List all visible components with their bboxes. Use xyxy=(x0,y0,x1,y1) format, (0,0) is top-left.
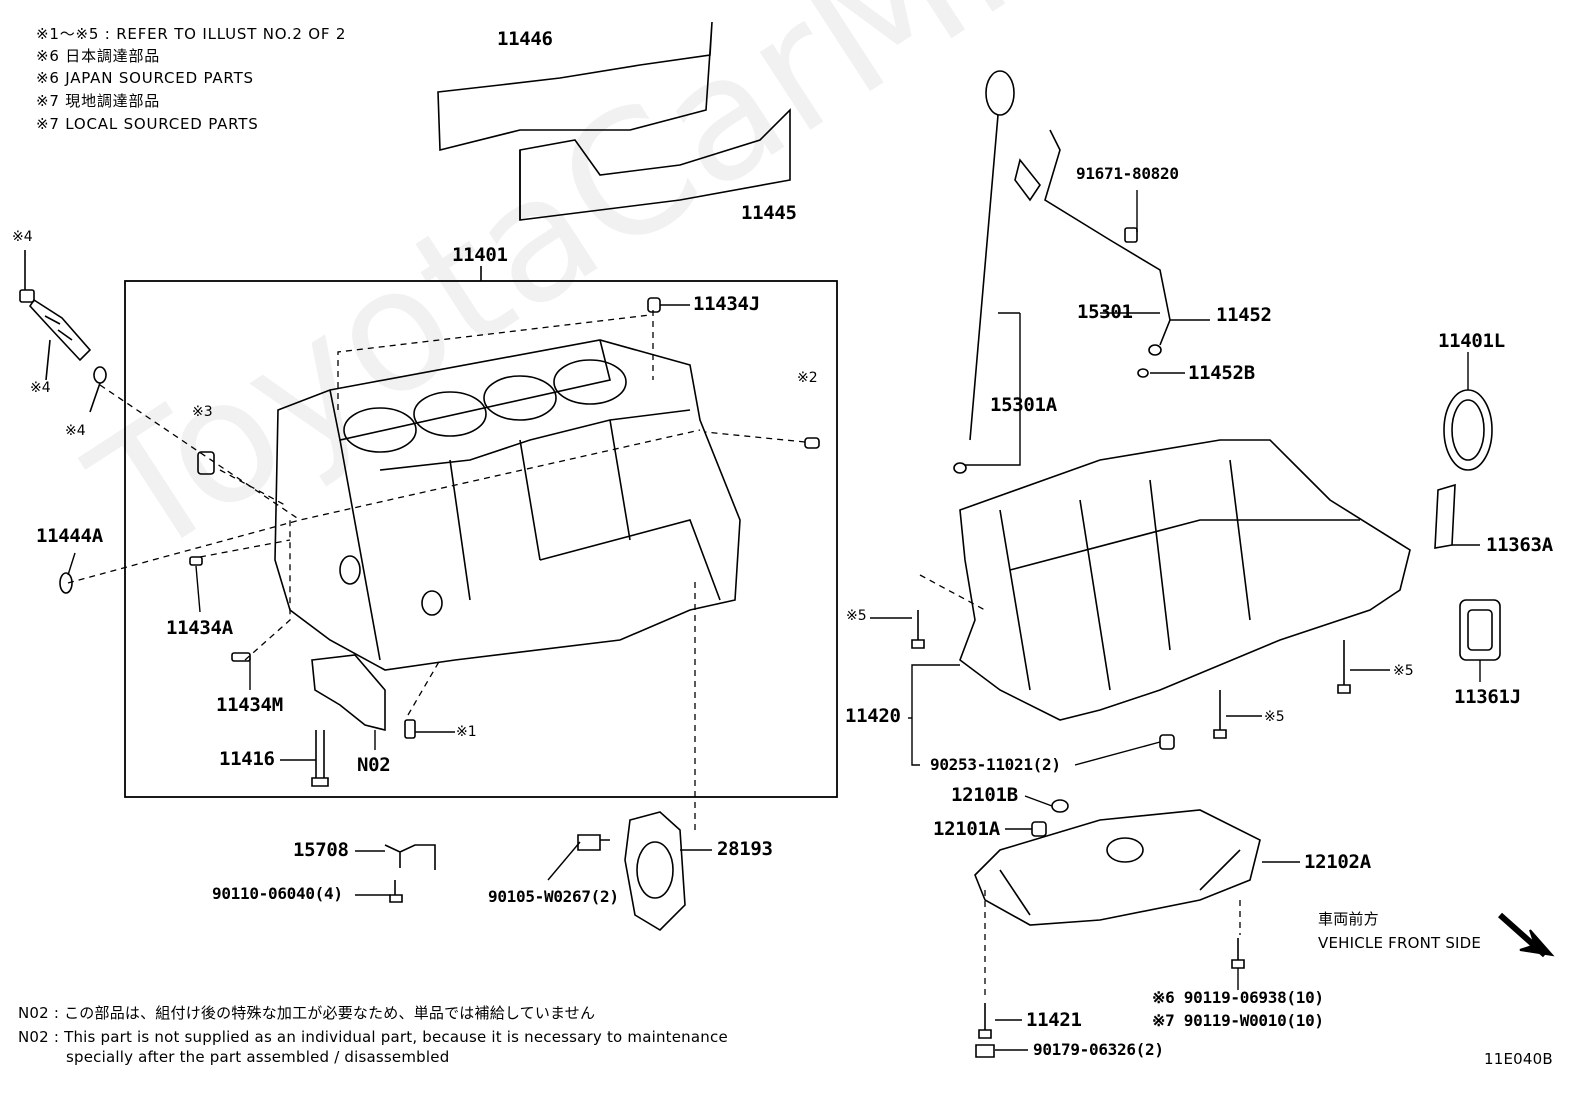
part-11444A[interactable]: 11444A xyxy=(36,525,103,547)
ref-mark-5-left: ※5 xyxy=(846,608,867,624)
illustration-id: 11E040B xyxy=(1484,1050,1553,1068)
part-11452B[interactable]: 11452B xyxy=(1188,362,1255,384)
part-15708[interactable]: 15708 xyxy=(293,839,349,861)
note-jp-japan: ※6 日本調達部品 xyxy=(36,47,161,65)
ref-mark-4-low: ※4 xyxy=(65,423,86,439)
part-11420[interactable]: 11420 xyxy=(845,705,901,727)
ref-mark-1: ※1 xyxy=(456,724,477,740)
part-90119-W0010[interactable]: ※7 90119-W0010(10) xyxy=(1152,1011,1324,1030)
note-local-sourced: ※7 LOCAL SOURCED PARTS xyxy=(36,115,259,133)
oil-pan-drawing xyxy=(974,809,1261,926)
ref-mark-2: ※2 xyxy=(797,370,818,386)
footnote-n02-en: N02 : This part is not supplied as an in… xyxy=(18,1028,728,1046)
baffle-plates-drawing xyxy=(437,21,791,221)
oil-switch-drawing xyxy=(19,250,107,413)
part-12101B[interactable]: 12101B xyxy=(951,784,1018,806)
part-11434J[interactable]: 11434J xyxy=(693,293,760,315)
part-11401L[interactable]: 11401L xyxy=(1438,330,1505,352)
part-11445[interactable]: 11445 xyxy=(741,202,797,224)
part-90119-06938[interactable]: ※6 90119-06938(10) xyxy=(1152,988,1324,1007)
vehicle-front-jp: 車両前方 xyxy=(1318,910,1379,928)
part-90105-W0267[interactable]: 90105-W0267(2) xyxy=(488,887,619,906)
ref-mark-5-right: ※5 xyxy=(1393,663,1414,679)
part-91671-80820[interactable]: 91671-80820 xyxy=(1076,164,1179,183)
part-11434M[interactable]: 11434M xyxy=(216,694,283,716)
dipstick-drawing xyxy=(953,70,1171,474)
part-15301[interactable]: 15301 xyxy=(1077,301,1133,323)
note-refer: ※1～※5 : REFER TO ILLUST NO.2 OF 2 xyxy=(36,25,347,43)
footnote-n02-jp: N02 : この部品は、組付け後の特殊な加工が必要なため、単品では補給していませ… xyxy=(18,1004,596,1022)
note-japan-sourced: ※6 JAPAN SOURCED PARTS xyxy=(36,69,254,87)
part-11434A[interactable]: 11434A xyxy=(166,617,233,639)
part-11421[interactable]: 11421 xyxy=(1026,1009,1082,1031)
part-12101A[interactable]: 12101A xyxy=(933,818,1000,840)
crankcase-drawing xyxy=(959,439,1411,721)
part-90179-06326[interactable]: 90179-06326(2) xyxy=(1033,1040,1164,1059)
cylinder-block-drawing xyxy=(274,339,741,671)
note-jp-local: ※7 現地調達部品 xyxy=(36,92,161,110)
ref-mark-4-mid: ※4 xyxy=(30,380,51,396)
ref-mark-4-top: ※4 xyxy=(12,229,33,245)
dashed-leaders xyxy=(67,310,1241,1000)
part-11361J[interactable]: 11361J xyxy=(1454,686,1521,708)
ref-mark-5-mid: ※5 xyxy=(1264,709,1285,725)
part-90110-06040[interactable]: 90110-06040(4) xyxy=(212,884,343,903)
part-11416[interactable]: 11416 xyxy=(219,748,275,770)
part-11446[interactable]: 11446 xyxy=(497,28,553,50)
part-28193[interactable]: 28193 xyxy=(717,838,773,860)
part-11401[interactable]: 11401 xyxy=(452,244,508,266)
part-11363A[interactable]: 11363A xyxy=(1486,534,1553,556)
part-90253-11021[interactable]: 90253-11021(2) xyxy=(930,755,1061,774)
solid-leaders xyxy=(67,190,1481,1051)
part-15301A[interactable]: 15301A xyxy=(990,394,1057,416)
part-12102A[interactable]: 12102A xyxy=(1304,851,1371,873)
ref-mark-3: ※3 xyxy=(192,404,213,420)
part-11452[interactable]: 11452 xyxy=(1216,304,1272,326)
vehicle-front-en: VEHICLE FRONT SIDE xyxy=(1318,934,1482,952)
footnote-n02-en-cont: specially after the part assembled / dis… xyxy=(66,1048,450,1066)
part-N02[interactable]: N02 xyxy=(357,754,391,776)
